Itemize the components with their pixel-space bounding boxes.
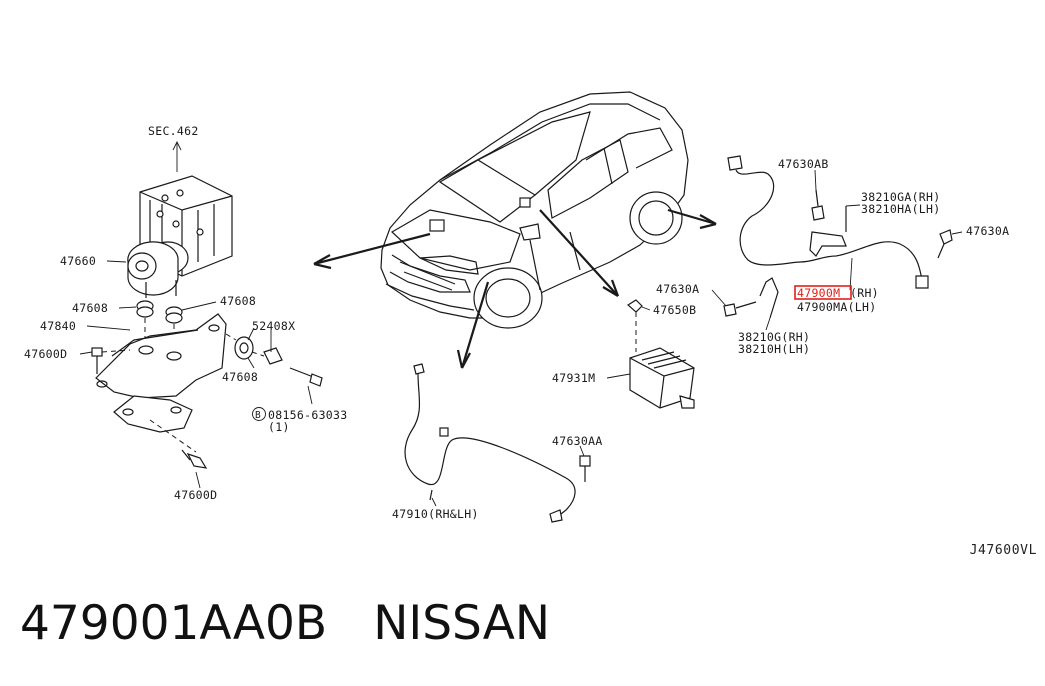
label-47608-left: 47608 [72, 301, 108, 315]
label-38210g: 38210G(RH) [738, 330, 810, 344]
label-47608-right: 47608 [220, 294, 256, 308]
bolt-callout-circle-icon [252, 407, 266, 421]
leader-lines [79, 169, 963, 507]
label-08156-qty: (1) [268, 420, 290, 434]
front-wheel-sensor [404, 363, 591, 523]
label-47910: 47910(RH&LH) [392, 507, 479, 521]
label-47630a-mid: 47630A [656, 282, 699, 296]
label-52408x: 52408X [252, 319, 295, 333]
label-38210ha: 38210HA(LH) [861, 202, 940, 216]
brand-name: NISSAN [373, 596, 551, 651]
rear-wheel-sensor [723, 155, 953, 319]
yaw-rate-sensor [626, 299, 695, 409]
abs-actuator-assembly [91, 140, 323, 469]
label-47840: 47840 [40, 319, 76, 333]
label-47600d-top: 47600D [24, 347, 67, 361]
label-08156-circle: B [255, 410, 261, 421]
label-47630aa: 47630AA [552, 434, 603, 448]
label-47900m: 47900M [797, 286, 840, 300]
part-labels: SEC.462 47660 47608 47608 47840 47600D 5… [24, 124, 1009, 521]
highlight-box [794, 285, 852, 300]
label-08156: 08156-63033 [268, 408, 347, 422]
vehicle-illustration [380, 91, 689, 329]
label-47900ma: 47900MA(LH) [797, 300, 876, 314]
label-sec462: SEC.462 [148, 124, 199, 138]
part-number: 479001AA0B [20, 596, 328, 651]
label-47630ab: 47630AB [778, 157, 829, 171]
label-47931m: 47931M [552, 371, 595, 385]
footer: 479001AA0B NISSAN [20, 596, 550, 651]
diagram-code: J47600VL [969, 543, 1037, 558]
label-38210h: 38210H(LH) [738, 342, 810, 356]
label-47900m-side: (RH) [850, 286, 879, 300]
label-47630a-right: 47630A [966, 224, 1009, 238]
label-38210ga: 38210GA(RH) [861, 190, 940, 204]
label-47608-bottom: 47608 [222, 370, 258, 384]
label-47660: 47660 [60, 254, 96, 268]
label-47650b: 47650B [653, 303, 696, 317]
label-47600d-bottom: 47600D [174, 488, 217, 502]
callout-arrows [313, 208, 717, 369]
